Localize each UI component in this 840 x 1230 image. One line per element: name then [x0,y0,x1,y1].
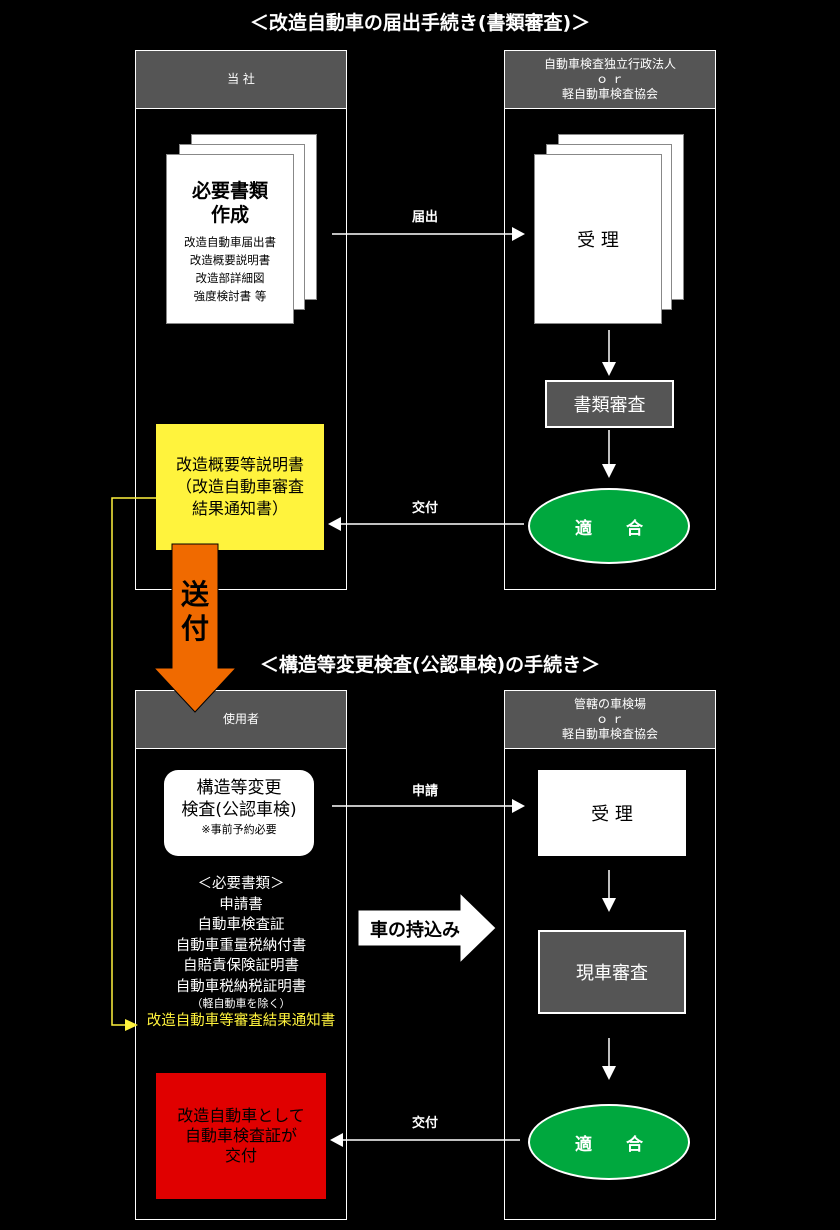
apply-arrow-label: 申請 [411,784,438,799]
doc-item: 強度検討書 等 [193,289,267,303]
result-line2: 自動車検査証が [184,1126,297,1145]
receipt-card: 受 理 [534,154,662,324]
station-header-line1: 管轄の車検場 [573,697,646,711]
inspection-note: ※事前予約必要 [201,823,277,836]
notice-line2: （改造自動車審査 [175,477,304,496]
top-section-title: ＜改造自動車の届出手続き(書類審査)＞ [249,12,591,34]
user-panel-header: 使用者 [136,691,346,749]
agency-header-line2: ｏ ｒ [596,72,624,86]
docs-item: 申請書 [219,896,263,913]
doc-item: 改造部詳細図 [195,271,265,285]
bring-car-label: 車の持込み [370,920,460,941]
station-header-line2: ｏ ｒ [596,712,624,726]
receipt-label-bottom: 受 理 [591,804,633,825]
document-review-label: 書類審査 [573,395,646,416]
result-line1: 改造自動車として [177,1106,305,1125]
inspection-station-panel-header: 管轄の車検場 ｏ ｒ 軽自動車検査協会 [505,691,715,749]
document-review-box: 書類審査 [545,380,674,428]
pass-oval-bottom: 適 合 [528,1104,690,1180]
docs-item: 自賠責保険証明書 [183,958,299,974]
notice-line1: 改造概要等説明書 [175,455,304,474]
send-label: 送 付 [172,578,218,646]
required-documents-list: ＜必要書類＞ 申請書 自動車検査証 自動車重量税納付書 自賠責保険証明書 自動車… [136,874,346,1032]
notice-line3: 結果通知書） [191,499,288,518]
send-label-char1: 送 [180,578,209,611]
doc-item: 改造自動車届出書 [184,235,276,249]
doc-item: 改造概要説明書 [189,253,271,267]
required-documents-card: 必要書類 作成 改造自動車届出書 改造概要説明書 改造部詳細図 強度検討書 等 [166,154,294,324]
pass-label-top: 適 合 [575,518,657,539]
user-header-label: 使用者 [222,712,259,726]
inspection-title-line2: 検査(公認車検) [181,800,297,820]
receipt-box-bottom: 受 理 [538,770,686,856]
bottom-section-title: ＜構造等変更検査(公認車検)の手続き＞ [259,654,601,676]
issue-arrow-label-bottom: 交付 [411,1116,438,1131]
vehicle-inspection-label: 現車審査 [576,963,648,984]
agency-header-line1: 自動車検査独立行政法人 [543,57,676,71]
result-line3: 交付 [224,1146,257,1165]
docs-note: （軽自動車を除く） [191,997,291,1010]
issue-arrow-label-top: 交付 [411,501,438,516]
doc-title-line1: 必要書類 [191,180,268,202]
company-header-label: 当 社 [227,72,255,86]
receipt-label: 受 理 [577,230,619,251]
agency-header-line3: 軽自動車検査協会 [561,87,658,101]
inspection-agency-panel-header: 自動車検査独立行政法人 ｏ ｒ 軽自動車検査協会 [505,51,715,109]
station-header-line3: 軽自動車検査協会 [561,727,658,741]
modification-notice-box: 改造概要等説明書 （改造自動車審査 結果通知書） [156,424,324,550]
submit-arrow-label: 届出 [411,210,438,225]
vehicle-inspection-box: 現車審査 [538,930,686,1014]
pass-oval-top: 適 合 [528,488,690,564]
structural-change-inspection-box: 構造等変更 検査(公認車検) ※事前予約必要 [164,770,314,856]
pass-label-bottom: 適 合 [575,1134,657,1155]
docs-heading: ＜必要書類＞ [197,876,285,892]
docs-highlight-item: 改造自動車等審査結果通知書 [146,1013,336,1029]
docs-item: 自動車検査証 [197,917,285,933]
docs-item: 自動車重量税納付書 [175,937,307,954]
inspection-certificate-issued-box: 改造自動車として 自動車検査証が 交付 [156,1073,326,1199]
docs-item: 自動車税納税証明書 [175,978,307,995]
company-panel-header: 当 社 [136,51,346,109]
inspection-title-line1: 構造等変更 [196,778,282,798]
doc-title-line2: 作成 [210,204,249,226]
send-label-char2: 付 [180,612,209,645]
